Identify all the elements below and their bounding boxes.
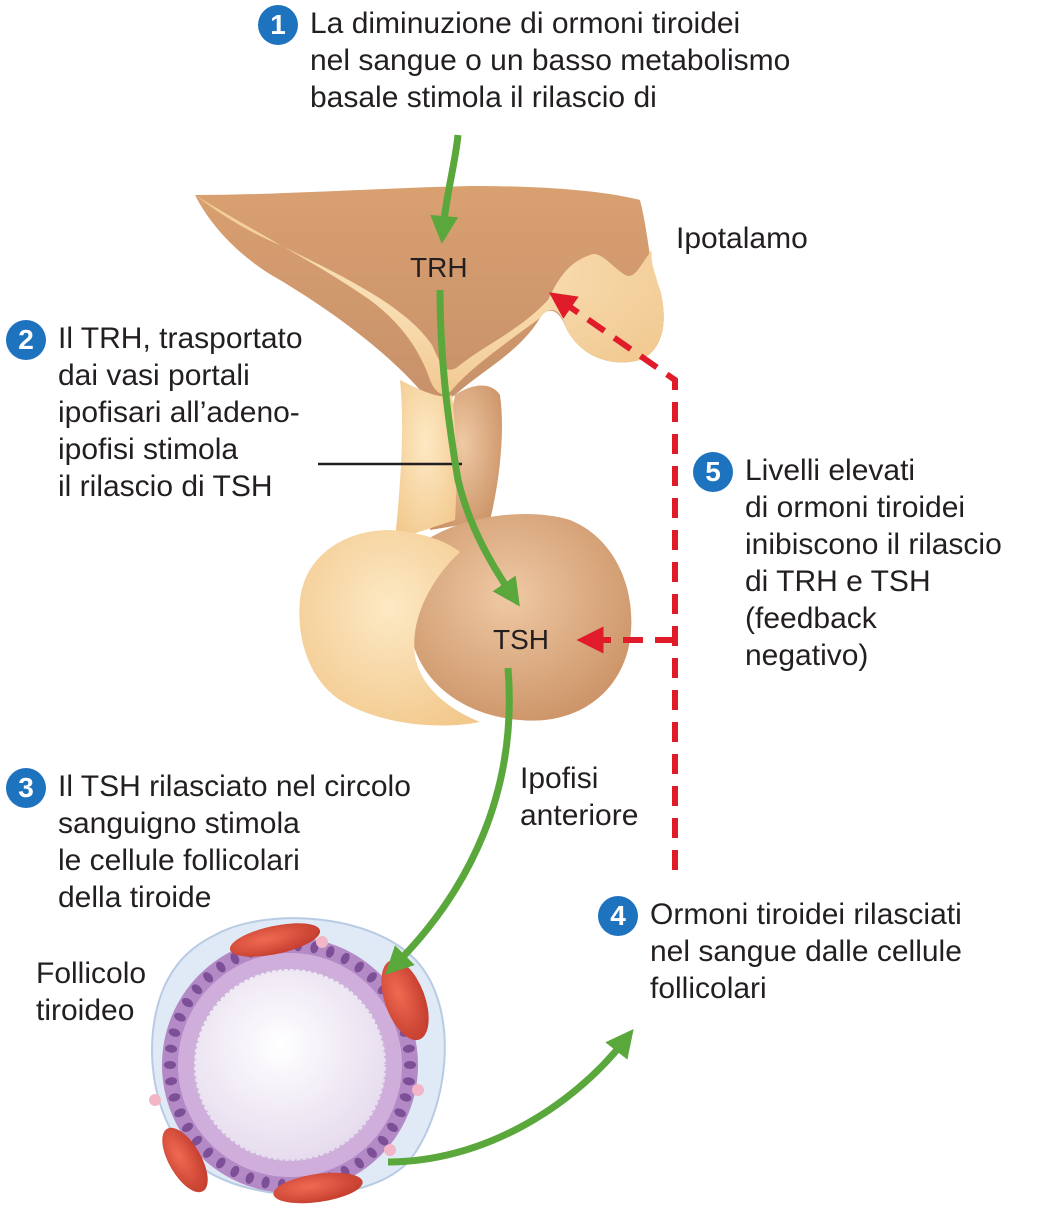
follicle-cell-nucleus <box>181 997 194 1008</box>
follicle-cell-nucleus <box>164 1061 176 1069</box>
step-2: 2 Il TRH, trasportato dai vasi portali i… <box>6 320 303 505</box>
follicle-cell-nucleus <box>216 961 226 973</box>
follicle-cell-nucleus <box>366 972 377 983</box>
step-1-badge: 1 <box>258 5 298 45</box>
follicle-cell-nucleus <box>165 1044 178 1053</box>
step-2-text: Il TRH, trasportato dai vasi portali ipo… <box>58 322 303 503</box>
step-4-text: Ormoni tiroidei rilasciati nel sangue da… <box>650 898 962 1005</box>
follicle-cell-nucleus <box>191 1135 203 1146</box>
follicle-cell-nucleus <box>404 1061 416 1069</box>
arrow-stimulus-to-trh <box>430 134 462 244</box>
hypothalamus-label: Ipotalamo <box>676 222 808 255</box>
trh-label: TRH <box>410 252 468 283</box>
follicle-cell-nucleus <box>168 1028 181 1037</box>
follicle-cell-nucleus <box>366 1147 377 1158</box>
follicle-cell-nucleus <box>216 1157 226 1169</box>
pituitary-shape <box>299 380 632 726</box>
thyroid-follicle-shape <box>149 917 446 1204</box>
follicle-cell-nucleus <box>402 1044 415 1053</box>
step-5-text: Livelli elevati di ormoni tiroidei inibi… <box>745 454 1002 672</box>
arrow-trh-to-tsh <box>436 289 520 607</box>
step-5: 5 Livelli elevati di ormoni tiroidei ini… <box>693 452 1002 674</box>
follicle-cell-nucleus <box>377 1135 389 1146</box>
arrow-follicle-to-hormones <box>387 1028 634 1166</box>
follicle-cell-nucleus <box>203 1147 214 1158</box>
follicle-cell-nucleus <box>354 961 364 973</box>
feedback-arrow-to-hypothalamus <box>548 292 678 870</box>
anterior-pituitary-label: Ipofisi anteriore <box>520 762 639 832</box>
step-3-text: Il TSH rilasciato nel circolo sanguigno … <box>58 770 411 914</box>
step-2-badge: 2 <box>6 320 46 360</box>
follicle-cell-nucleus <box>230 1165 240 1178</box>
follicle-cell-nucleus <box>203 972 214 983</box>
follicle-cell-nucleus <box>325 946 335 958</box>
follicle-cell-nucleus <box>181 1122 194 1133</box>
follicle-cell-nucleus <box>386 1122 399 1133</box>
step-3-badge: 3 <box>6 768 46 808</box>
follicle-cell-nucleus <box>165 1077 178 1086</box>
follicle-cell-nucleus <box>394 1108 406 1118</box>
follicle-cell-nucleus <box>245 1172 255 1184</box>
step-3: 3 Il TSH rilasciato nel circolo sanguign… <box>6 768 411 916</box>
step-1: 1 La diminuzione di ormoni tiroidei nel … <box>258 5 790 116</box>
thyroid-follicle-label: Follicolo tiroideo <box>36 957 147 1027</box>
follicle-cell-nucleus <box>168 1093 181 1102</box>
follicle-cell-nucleus <box>399 1093 412 1102</box>
step-4-badge: 4 <box>598 896 638 936</box>
follicle-cell-nucleus <box>354 1157 364 1169</box>
step-1-text: La diminuzione di ormoni tiroidei nel sa… <box>310 7 791 114</box>
follicle-cell-nucleus <box>340 952 350 965</box>
follicle-cell-nucleus <box>310 941 319 954</box>
follicle-cell-nucleus <box>261 1176 270 1189</box>
step-4: 4 Ormoni tiroidei rilasciati nel sangue … <box>598 896 962 1007</box>
follicle-cell-nucleus <box>174 1108 186 1118</box>
follicle-cell-nucleus <box>191 984 203 995</box>
follicle-cell-nucleus <box>402 1077 415 1086</box>
tsh-label: TSH <box>493 624 549 655</box>
arrow-tsh-to-follicle <box>385 667 513 975</box>
step-5-badge: 5 <box>693 452 733 492</box>
follicle-cell-nucleus <box>174 1012 186 1022</box>
follicle-cell-nucleus <box>230 952 240 965</box>
